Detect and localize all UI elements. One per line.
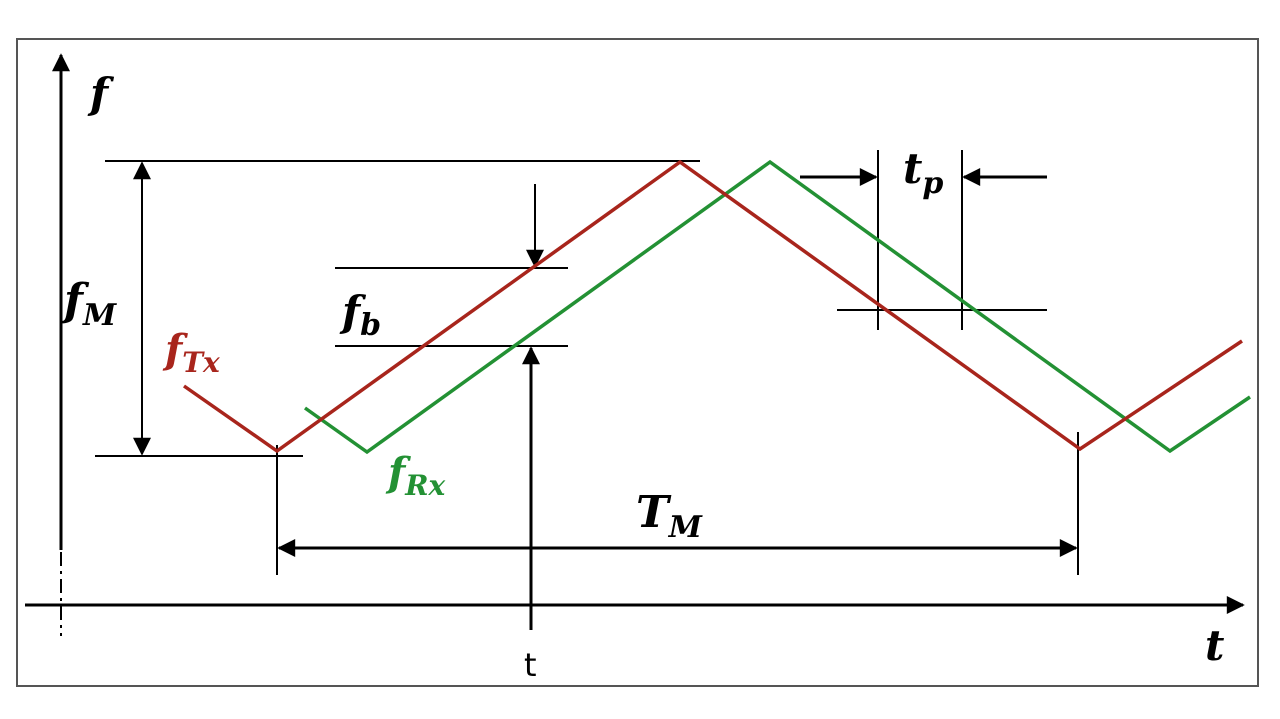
t-axis-label: t (1205, 621, 1224, 670)
rx-signal-line (303, 159, 1251, 455)
fM-label: fM (61, 275, 117, 333)
t-tick-label: t (524, 646, 537, 684)
tp-label: tp (903, 144, 943, 201)
f-axis-label: f (87, 69, 115, 118)
fRx-label: fRx (385, 449, 445, 502)
TM-label: TM (636, 487, 703, 545)
figure-frame (16, 38, 1259, 687)
fb-label: fb (339, 287, 381, 343)
fTx-label: fTx (162, 326, 220, 379)
tx-signal-line (182, 159, 1243, 454)
